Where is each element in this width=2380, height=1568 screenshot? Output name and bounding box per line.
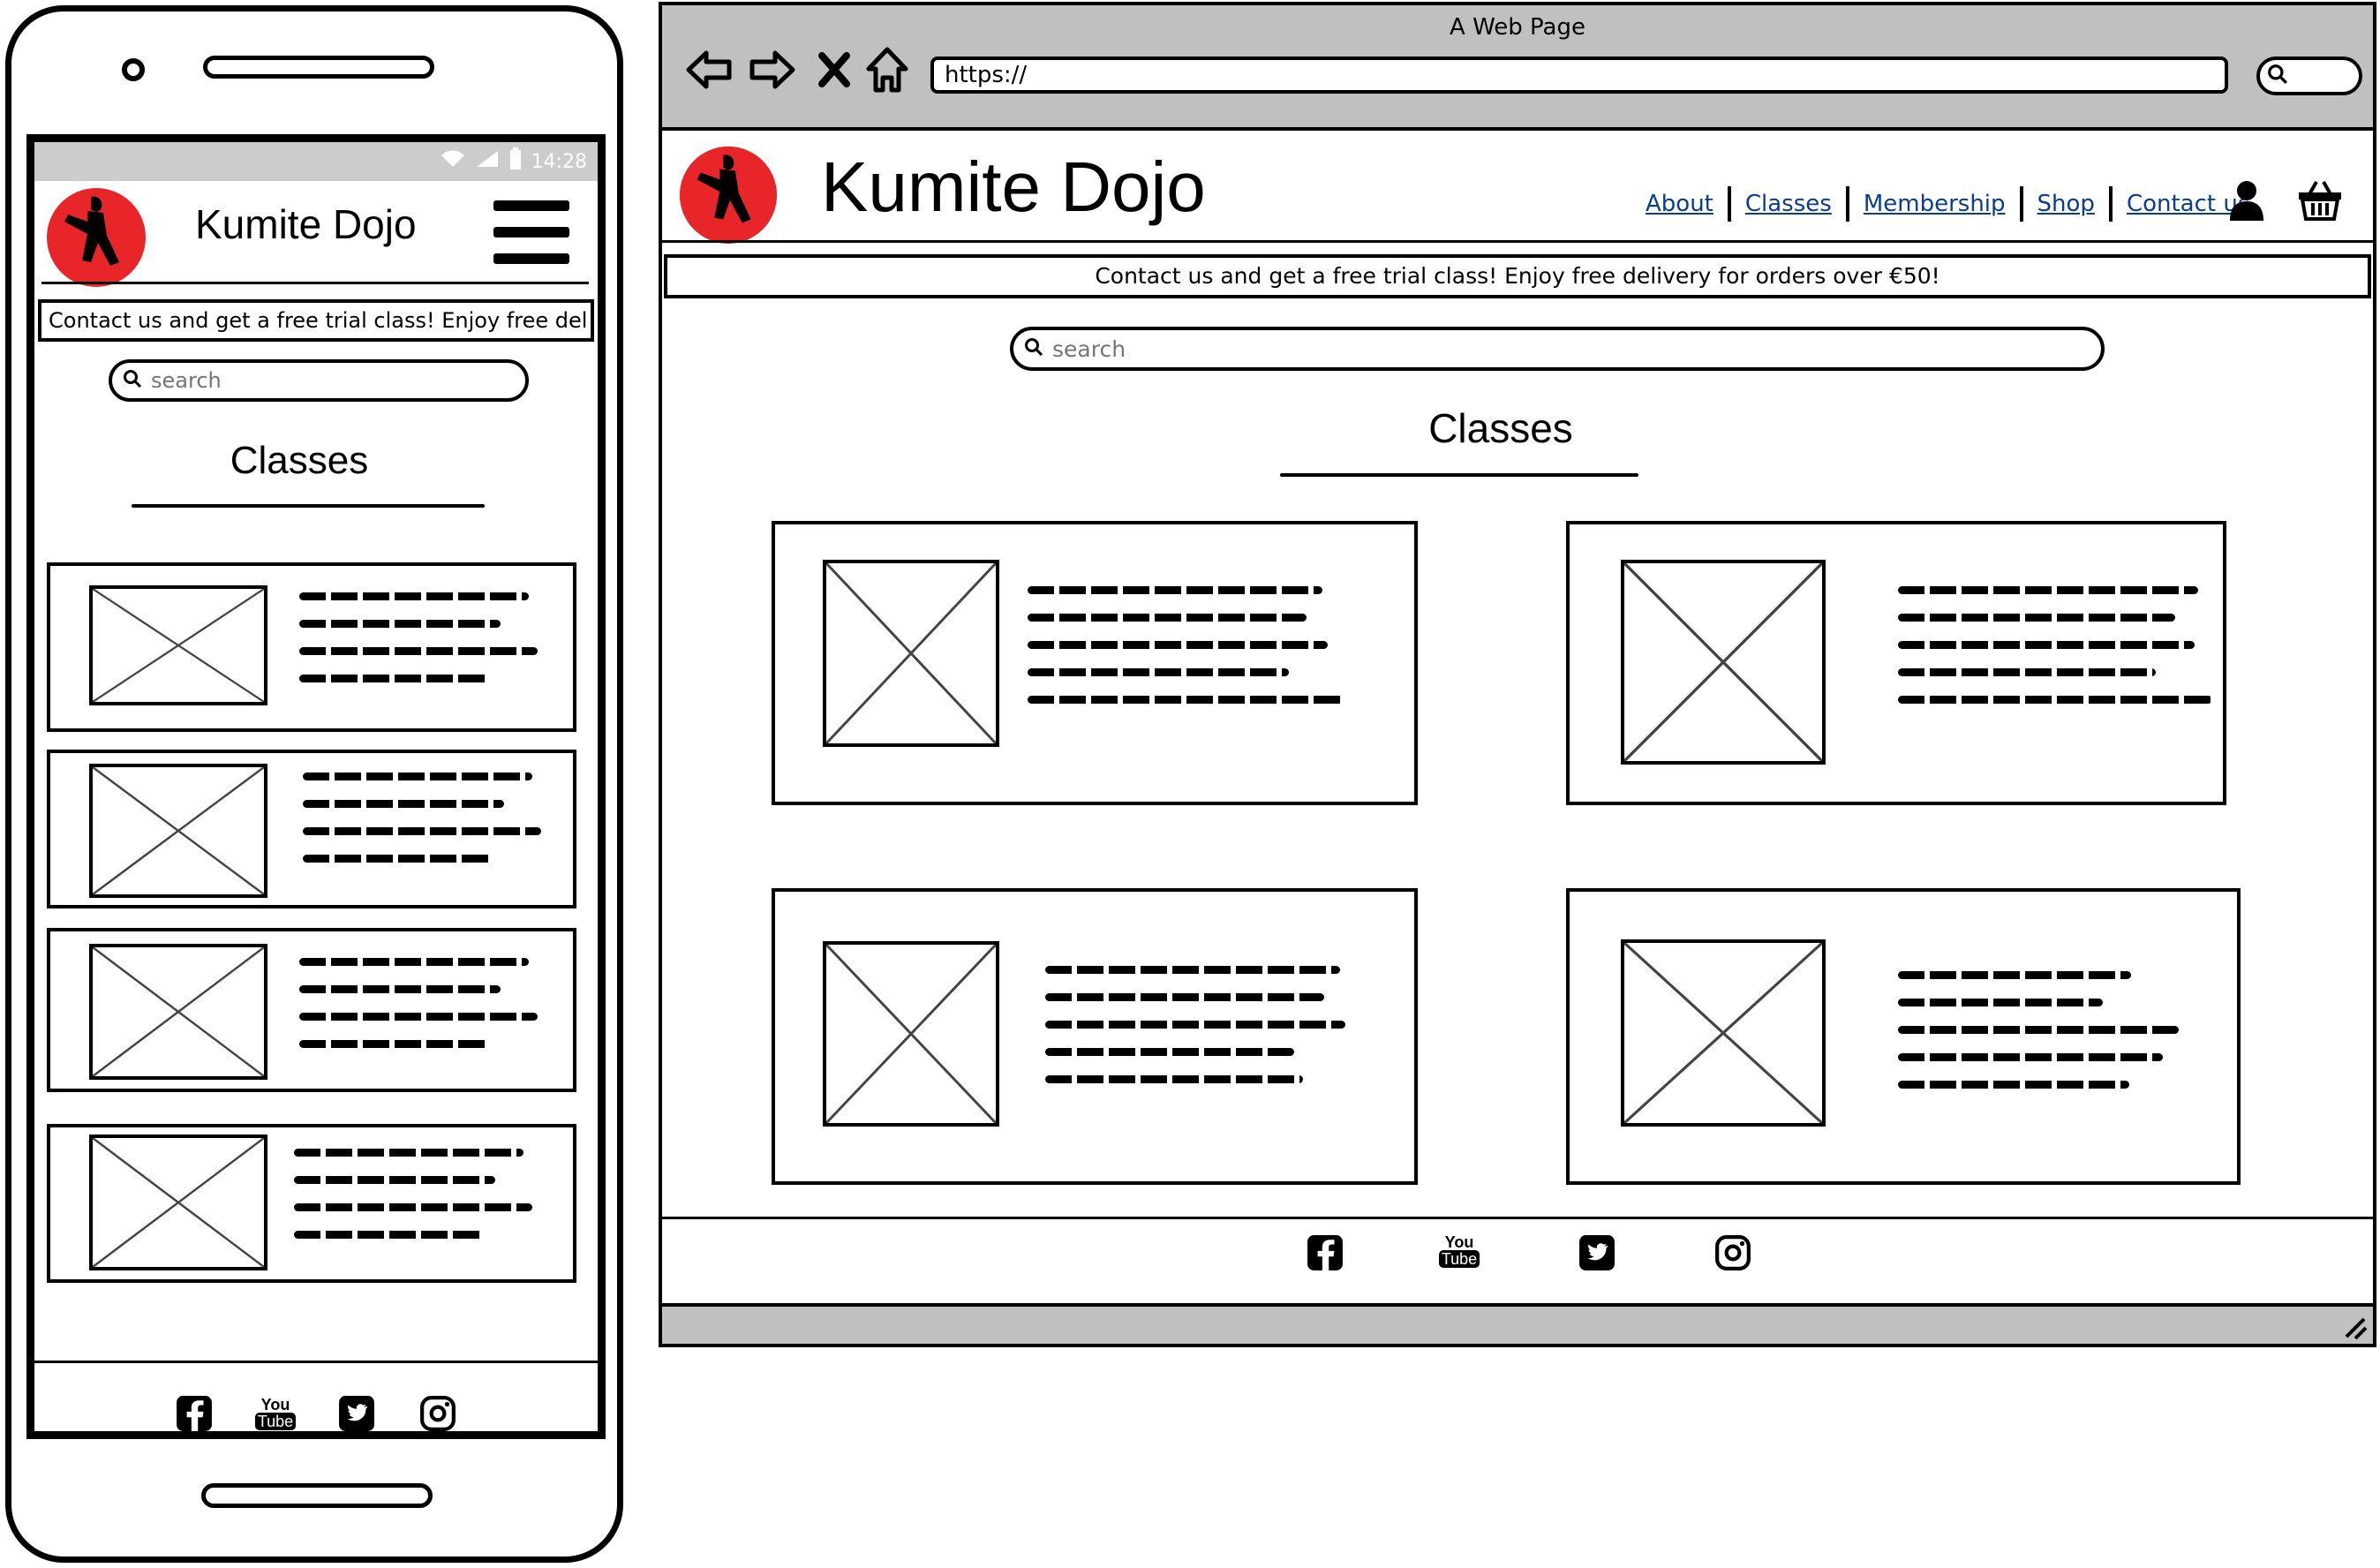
- forward-icon[interactable]: [747, 44, 798, 95]
- image-placeholder-icon: [89, 764, 267, 898]
- footer-social: You Tube: [34, 1387, 598, 1431]
- text-placeholder: [1045, 966, 1363, 1083]
- facebook-icon[interactable]: [1305, 1233, 1345, 1273]
- text-placeholder: [303, 773, 541, 863]
- resize-handle-icon[interactable]: [2338, 1310, 2368, 1344]
- nav-link-classes[interactable]: Classes: [1744, 191, 1832, 217]
- hamburger-menu-icon[interactable]: [493, 200, 569, 264]
- instagram-icon[interactable]: [1713, 1233, 1753, 1273]
- phone-camera: [122, 58, 145, 81]
- signal-icon: [475, 149, 500, 174]
- heading-underline: [1280, 473, 1638, 477]
- search-icon: [1024, 337, 1043, 360]
- nav-separator: [1727, 186, 1731, 222]
- address-bar[interactable]: [930, 57, 2228, 94]
- class-card[interactable]: [1566, 521, 2226, 805]
- main-nav: About Classes Membership Shop Contact us: [1631, 186, 2263, 222]
- nav-separator: [2019, 186, 2023, 222]
- search-input[interactable]: [149, 367, 488, 394]
- twitter-icon[interactable]: [1577, 1233, 1617, 1273]
- url-input[interactable]: [943, 61, 2182, 89]
- close-icon[interactable]: [809, 44, 860, 95]
- user-icon[interactable]: [2228, 180, 2265, 221]
- text-placeholder: [299, 592, 538, 682]
- class-card[interactable]: [47, 750, 576, 908]
- text-placeholder: [299, 958, 538, 1048]
- karate-kick-logo[interactable]: [674, 139, 782, 247]
- karate-kick-logo[interactable]: [41, 181, 151, 290]
- text-placeholder: [294, 1149, 532, 1239]
- battery-icon: [508, 147, 523, 176]
- image-placeholder-icon: [1621, 560, 1826, 765]
- text-placeholder: [1028, 586, 1345, 704]
- home-icon[interactable]: [862, 44, 913, 95]
- facebook-icon[interactable]: [174, 1393, 215, 1431]
- browser-search-button[interactable]: [2256, 57, 2362, 95]
- site-title[interactable]: Kumite Dojo: [195, 201, 417, 247]
- youtube-tube: Tube: [1438, 1250, 1480, 1268]
- youtube-icon[interactable]: You Tube: [1438, 1231, 1480, 1271]
- youtube-tube: Tube: [254, 1413, 297, 1430]
- footer-social: You Tube: [662, 1227, 2373, 1280]
- browser-status-bar: [662, 1303, 2373, 1344]
- header-divider: [41, 282, 589, 284]
- class-card[interactable]: [47, 1124, 576, 1283]
- class-card[interactable]: [772, 888, 1418, 1185]
- search-input[interactable]: [1051, 335, 2069, 363]
- text-placeholder: [1898, 971, 2198, 1089]
- image-placeholder-icon: [89, 585, 267, 705]
- nav-link-membership[interactable]: Membership: [1863, 191, 2006, 217]
- nav-link-about[interactable]: About: [1646, 191, 1713, 217]
- image-placeholder-icon: [823, 941, 999, 1127]
- status-time: 14:28: [531, 150, 587, 173]
- youtube-you: You: [260, 1396, 290, 1413]
- window-title: A Web Page: [1450, 14, 1585, 41]
- nav-separator: [2108, 186, 2113, 222]
- basket-icon[interactable]: [2297, 180, 2343, 221]
- search-icon: [123, 369, 142, 392]
- image-placeholder-icon: [823, 560, 999, 747]
- footer-divider: [662, 1217, 2373, 1219]
- promo-banner: Contact us and get a free trial class! E…: [38, 299, 594, 342]
- phone-home-button[interactable]: [201, 1483, 433, 1508]
- wifi-icon: [440, 149, 466, 174]
- class-card[interactable]: [772, 521, 1418, 805]
- header-divider: [662, 240, 2373, 243]
- twitter-icon[interactable]: [336, 1393, 377, 1431]
- image-placeholder-icon: [1621, 939, 1826, 1127]
- page-heading: Classes: [1428, 405, 1573, 451]
- phone-status-bar: 14:28: [34, 142, 598, 181]
- footer-divider: [34, 1361, 598, 1363]
- class-card[interactable]: [47, 562, 576, 732]
- heading-underline: [132, 504, 485, 508]
- page-heading: Classes: [230, 439, 369, 482]
- youtube-icon[interactable]: You Tube: [254, 1393, 297, 1431]
- search-box[interactable]: [109, 359, 529, 402]
- browser-toolbar: A Web Page: [662, 5, 2373, 131]
- promo-banner: Contact us and get a free trial class! E…: [664, 254, 2371, 298]
- image-placeholder-icon: [89, 944, 267, 1080]
- nav-link-contact[interactable]: Contact us: [2126, 191, 2250, 217]
- back-icon[interactable]: [683, 44, 734, 95]
- class-card[interactable]: [47, 928, 576, 1092]
- search-icon: [2267, 64, 2288, 88]
- instagram-icon[interactable]: [418, 1393, 458, 1431]
- image-placeholder-icon: [89, 1135, 267, 1270]
- phone-speaker: [203, 56, 434, 79]
- text-placeholder: [1898, 586, 2216, 704]
- search-box[interactable]: [1010, 327, 2105, 371]
- youtube-you: You: [1444, 1233, 1474, 1251]
- browser-window: A Web Page Kumite Dojo About: [659, 2, 2376, 1347]
- nav-separator: [1845, 186, 1849, 222]
- phone-screen: 14:28 Kumite Dojo Contact us and get a f…: [26, 134, 606, 1439]
- class-card[interactable]: [1566, 888, 2241, 1185]
- site-title[interactable]: Kumite Dojo: [821, 147, 1206, 226]
- nav-link-shop[interactable]: Shop: [2037, 191, 2095, 217]
